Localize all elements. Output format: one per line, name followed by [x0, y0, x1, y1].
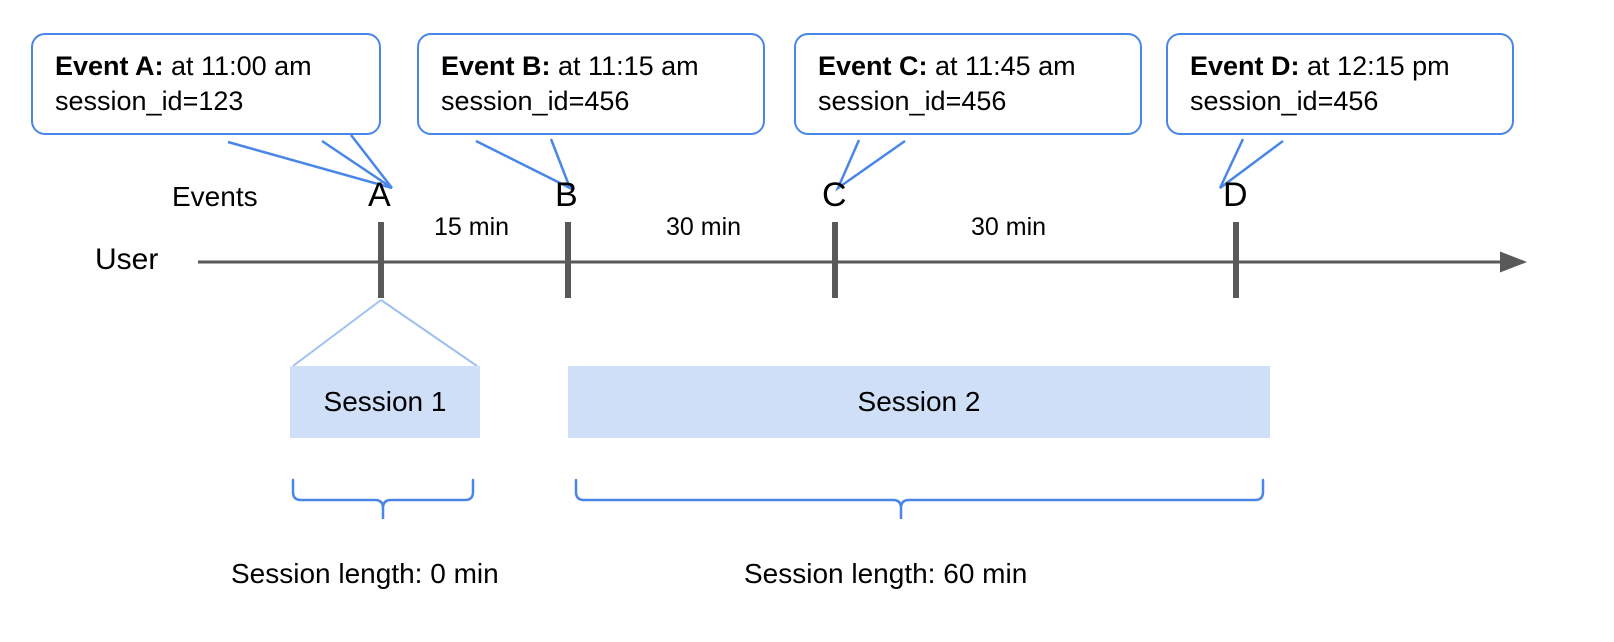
session-1-brace [291, 478, 475, 519]
session-bar-1-label: Session 1 [323, 386, 447, 417]
callout-b-detail: session_id=456 [441, 86, 630, 117]
callout-b-line1: Event B: at 11:15 am [441, 49, 745, 84]
callout-c-time: at 11:45 am [927, 51, 1076, 81]
callout-c-detail: session_id=456 [818, 86, 1007, 117]
session-bar-1[interactable]: Session 1 [290, 366, 480, 438]
session-2-brace [574, 478, 1265, 519]
session-1-connector [292, 299, 478, 367]
event-letter-d: D [1223, 176, 1248, 214]
callout-event-d[interactable]: Event D: at 12:15 pm session_id=456 [1166, 33, 1514, 136]
callout-a-time: at 11:00 am [163, 51, 312, 81]
callout-event-b[interactable]: Event B: at 11:15 am session_id=456 [417, 33, 765, 136]
row-label-user: User [95, 243, 159, 276]
callout-d-time: at 12:15 pm [1299, 51, 1450, 81]
callout-a-title: Event A: [55, 51, 164, 81]
callout-c-title: Event C: [818, 51, 928, 81]
session-1-length-label: Session length: 0 min [231, 558, 499, 589]
gap-label-c-d: 30 min [971, 213, 1047, 241]
session-bar-2-label: Session 2 [857, 386, 981, 417]
callout-d-title: Event D: [1190, 51, 1300, 81]
callout-a-detail: session_id=123 [55, 86, 244, 117]
gap-label-b-c: 30 min [666, 213, 742, 241]
callout-b-time: at 11:15 am [550, 51, 699, 81]
row-label-events: Events [172, 181, 258, 212]
callout-tail-c [835, 139, 906, 192]
callout-event-c[interactable]: Event C: at 11:45 am session_id=456 [794, 33, 1142, 136]
session-2-length-label: Session length: 60 min [744, 558, 1028, 589]
callout-event-a[interactable]: Event A: at 11:00 am session_id=123 [31, 33, 381, 136]
event-letter-b: B [555, 176, 578, 214]
gap-label-a-b: 15 min [434, 213, 510, 241]
callout-b-title: Event B: [441, 51, 551, 81]
callout-c-line1: Event C: at 11:45 am [818, 49, 1122, 84]
callout-a-line1: Event A: at 11:00 am [55, 49, 361, 84]
callout-d-line1: Event D: at 12:15 pm [1190, 49, 1494, 84]
event-letter-a: A [368, 176, 391, 214]
callout-d-detail: session_id=456 [1190, 86, 1379, 117]
session-bar-2[interactable]: Session 2 [568, 366, 1270, 438]
event-letter-c: C [822, 176, 847, 214]
